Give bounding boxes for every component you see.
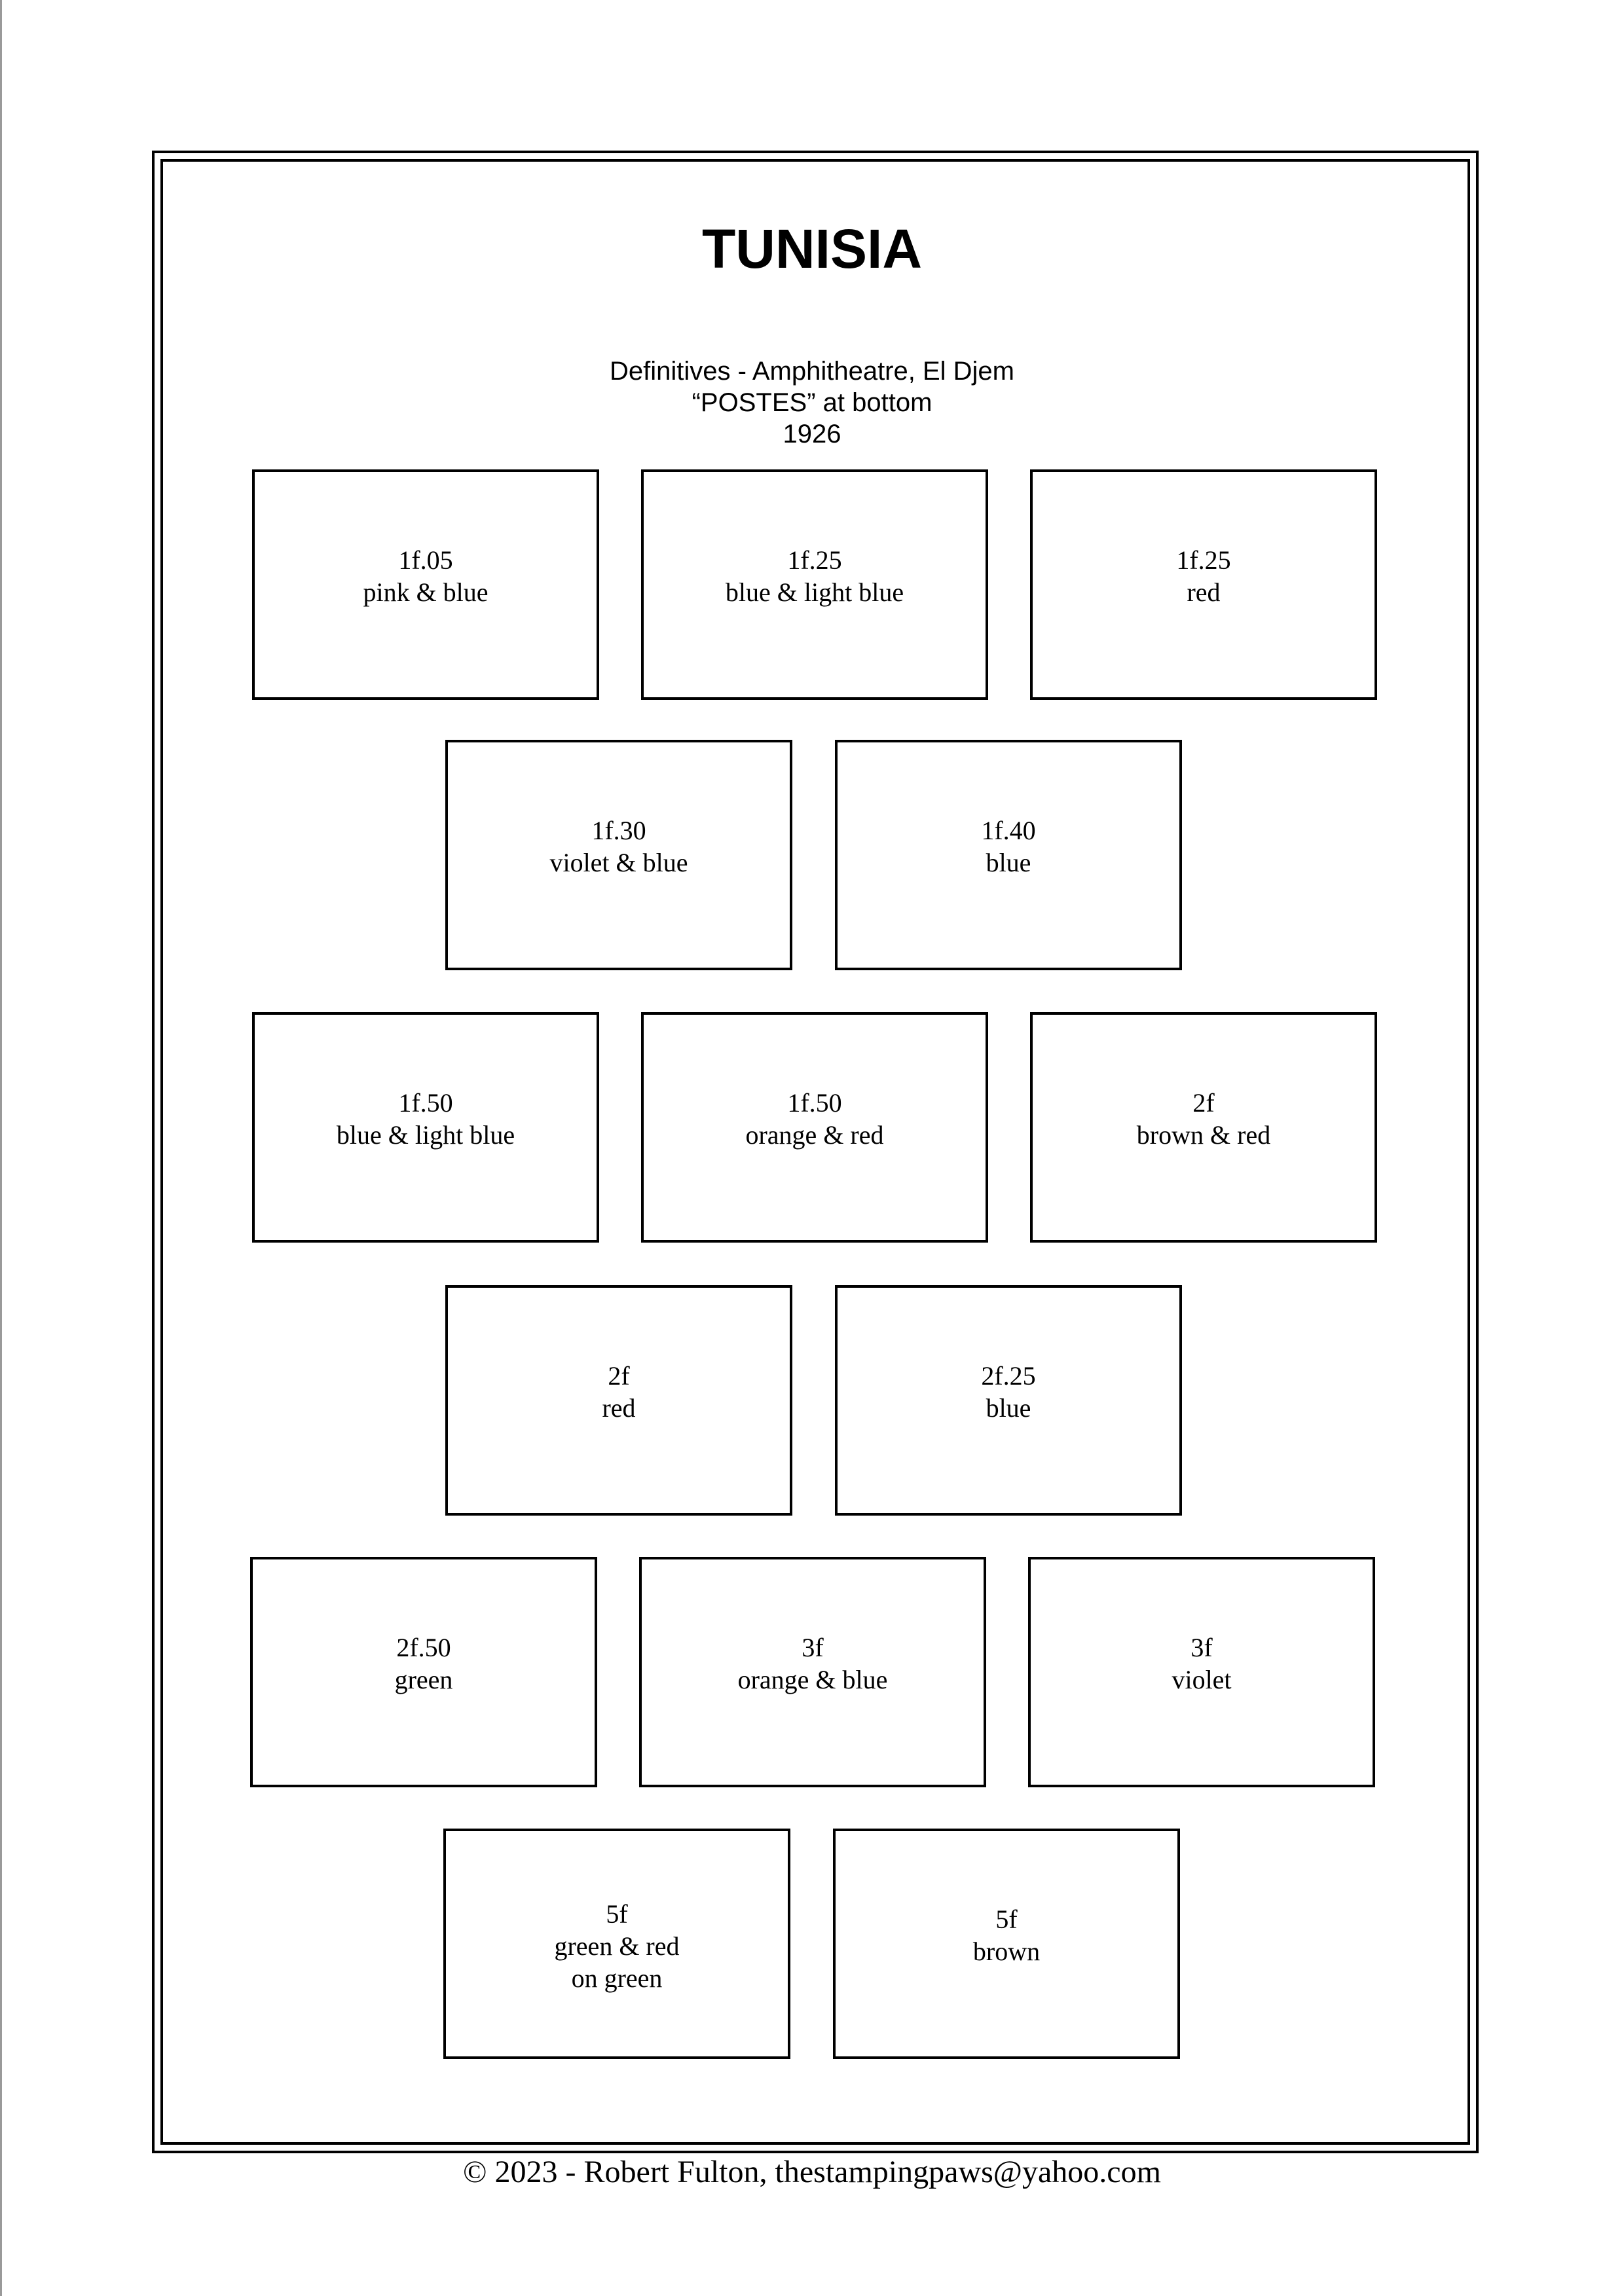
stamp-color: violet & blue: [549, 848, 688, 877]
stamp-value: 5f: [606, 1899, 628, 1929]
stamp-space: 1f.50 orange & red: [641, 1012, 988, 1243]
stamp-space: 1f.05 pink & blue: [252, 469, 599, 700]
stamp-note: on green: [571, 1963, 663, 1993]
stamp-color: brown: [972, 1937, 1041, 1966]
stamp-space: 1f.40 blue: [835, 740, 1182, 970]
stamp-value: 2f.25: [981, 1361, 1036, 1391]
stamp-value: 5f: [995, 1904, 1018, 1934]
page-edge-rule: [0, 0, 2, 2296]
stamp-space: 1f.50 blue & light blue: [252, 1012, 599, 1243]
stamp-value: 1f.40: [981, 816, 1036, 845]
stamp-color: blue: [986, 848, 1031, 877]
stamp-space: 2f brown & red: [1030, 1012, 1377, 1243]
stamp-space: 1f.25 red: [1030, 469, 1377, 700]
stamp-space: 2f.50 green: [250, 1557, 597, 1787]
stamp-value: 2f: [608, 1361, 630, 1391]
stamp-color: red: [602, 1393, 636, 1423]
stamp-value: 1f.25: [787, 545, 842, 575]
stamp-space: 2f.25 blue: [835, 1285, 1182, 1516]
copyright-footer: © 2023 - Robert Fulton, thestampingpaws@…: [463, 2155, 1161, 2189]
page-border-inner: [160, 159, 1470, 2145]
stamp-value: 1f.25: [1176, 545, 1231, 575]
issue-year: 1926: [783, 420, 841, 448]
stamp-value: 1f.05: [398, 545, 453, 575]
stamp-value: 2f.50: [396, 1633, 451, 1662]
stamp-space: 5f brown: [833, 1829, 1180, 2059]
issue-subdescription: “POSTES” at bottom: [692, 388, 932, 417]
stamp-value: 1f.50: [398, 1088, 453, 1118]
issue-description: Definitives - Amphitheatre, El Djem: [609, 357, 1014, 386]
stamp-space: 5f green & red on green: [443, 1829, 790, 2059]
page-border-outer: [152, 151, 1479, 2153]
stamp-color: orange & blue: [737, 1665, 888, 1694]
stamp-color: green & red: [554, 1931, 680, 1961]
stamp-space: 1f.25 blue & light blue: [641, 469, 988, 700]
page-title: TUNISIA: [702, 218, 922, 280]
stamp-color: red: [1187, 577, 1221, 607]
stamp-space: 2f red: [445, 1285, 792, 1516]
stamp-color: orange & red: [745, 1120, 884, 1150]
stamp-color: blue & light blue: [336, 1120, 515, 1150]
stamp-color: brown & red: [1136, 1120, 1271, 1150]
stamp-color: pink & blue: [363, 577, 489, 607]
stamp-value: 2f: [1192, 1088, 1215, 1118]
stamp-space: 1f.30 violet & blue: [445, 740, 792, 970]
stamp-value: 3f: [802, 1633, 824, 1662]
stamp-value: 3f: [1190, 1633, 1213, 1662]
stamp-value: 1f.50: [787, 1088, 842, 1118]
stamp-space: 3f violet: [1028, 1557, 1375, 1787]
stamp-color: blue & light blue: [725, 577, 904, 607]
stamp-space: 3f orange & blue: [639, 1557, 986, 1787]
stamp-color: blue: [986, 1393, 1031, 1423]
stamp-color: green: [394, 1665, 453, 1694]
stamp-color: violet: [1172, 1665, 1232, 1694]
stamp-value: 1f.30: [591, 816, 646, 845]
